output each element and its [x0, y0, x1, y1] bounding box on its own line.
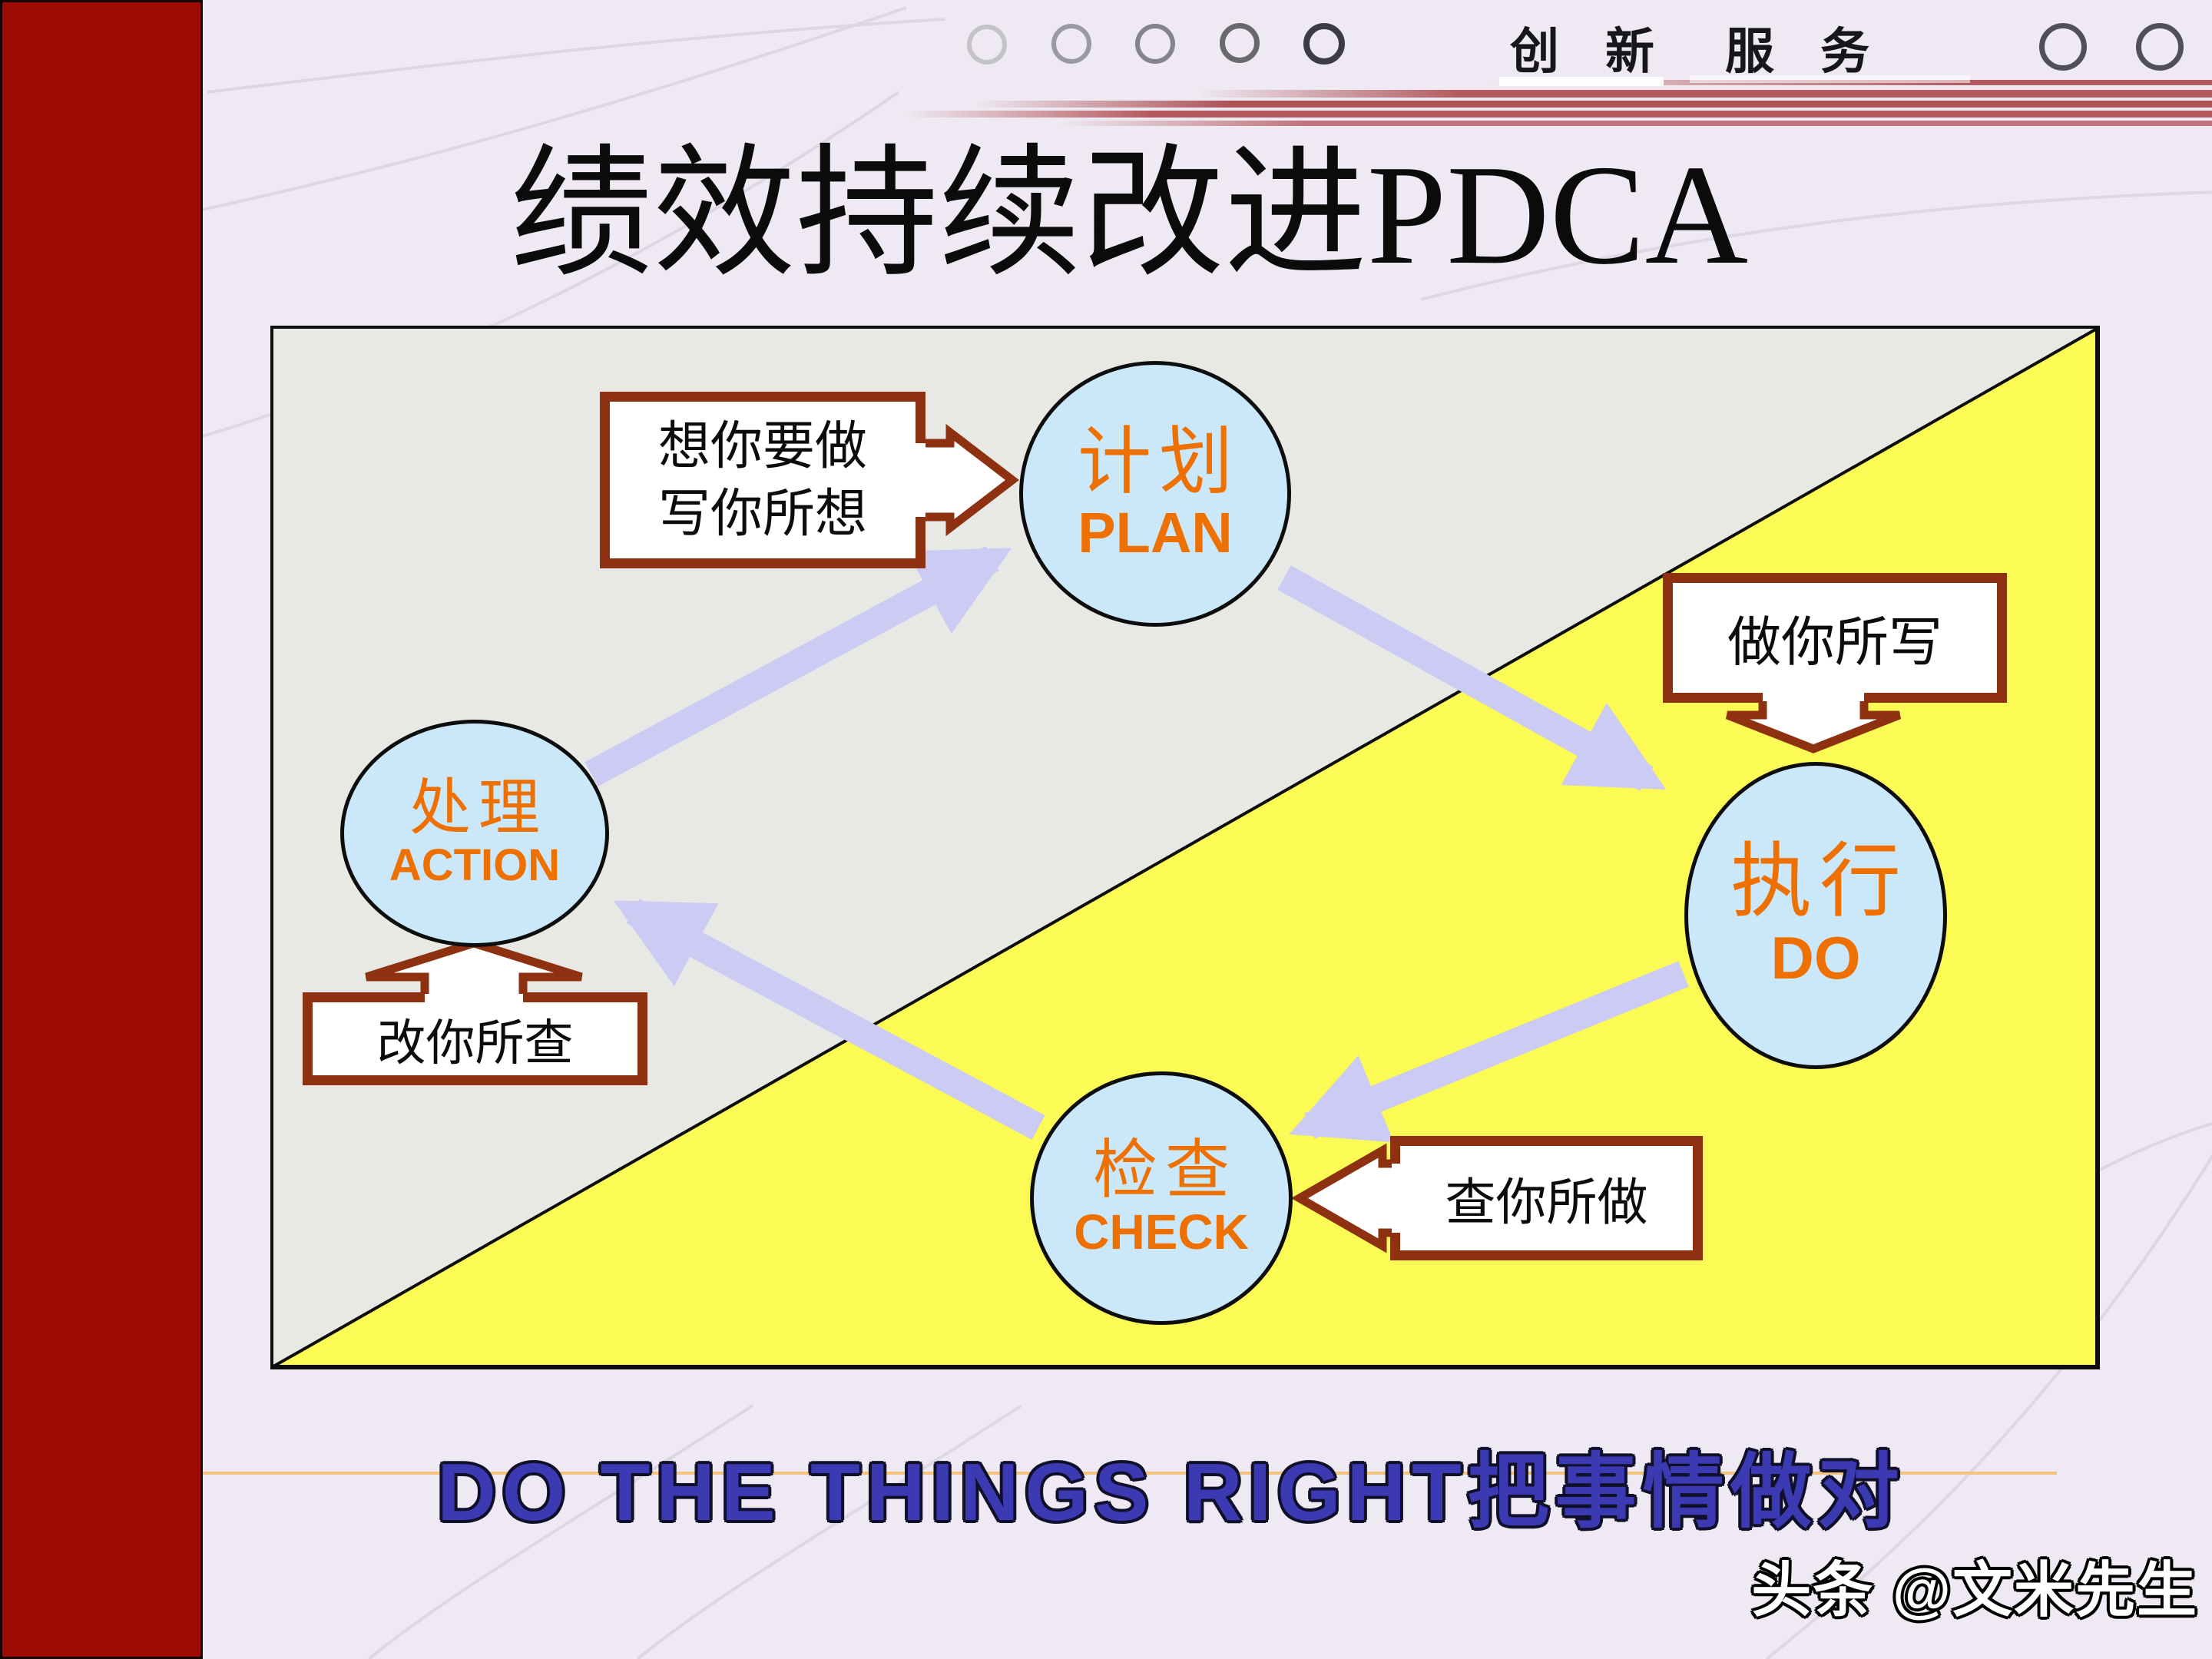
- node-plan-en: PLAN: [1078, 500, 1233, 565]
- arrow-plan-to-do: [1277, 565, 1667, 791]
- footer-accent-line: [198, 1472, 2057, 1475]
- header-stripe: [0, 111, 2212, 118]
- header-stripe: [0, 101, 2212, 108]
- deco-circle-icon: [1135, 24, 1175, 64]
- deco-circle-icon: [1220, 23, 1260, 63]
- node-do: 执行 DO: [1684, 762, 1947, 1069]
- block-arrow-left-icon: [1290, 1143, 1402, 1253]
- deco-circle-icon: [2039, 23, 2087, 71]
- callout-plan: 想你要做 写你所想: [600, 392, 926, 568]
- node-check: 检查 CHECK: [1030, 1071, 1293, 1325]
- node-do-en: DO: [1770, 923, 1861, 992]
- node-do-zh: 执行: [1730, 837, 1909, 928]
- watermark: 头条 @文米先生: [1751, 1556, 2198, 1624]
- node-action-en: ACTION: [389, 840, 561, 891]
- deco-circle-icon: [1303, 23, 1345, 65]
- arrow-check-to-action: [613, 899, 1045, 1140]
- callout-plan-line1: 想你要做: [657, 417, 867, 475]
- callout-check-line1: 查你所做: [1445, 1175, 1648, 1231]
- node-check-en: CHECK: [1074, 1204, 1249, 1260]
- motto-underline: [1499, 77, 1664, 86]
- deco-circle-icon: [967, 25, 1007, 65]
- node-action-zh: 处理: [409, 775, 548, 843]
- callout-do: 做你所写: [1663, 573, 2007, 703]
- slide-title: 绩效持续改进PDCA: [509, 136, 1749, 294]
- header-stripe: [0, 90, 2212, 98]
- motto-service: 服 务: [1725, 25, 1886, 79]
- diagram-yellow-triangle: [270, 326, 2098, 1368]
- block-arrow-down-icon: [1725, 691, 1902, 753]
- callout-do-line1: 做你所写: [1727, 614, 1942, 673]
- callout-check: 查你所做: [1390, 1136, 1703, 1260]
- motto-innovation: 创 新: [1510, 25, 1671, 79]
- footer-slogan: DO THE THINGS RIGHT把事情做对: [437, 1447, 1906, 1538]
- callout-plan-line2: 写你所想: [657, 485, 867, 543]
- callout-action-line1: 改你所查: [376, 1015, 574, 1071]
- motto-underline-faint: [1690, 75, 1970, 83]
- header-stripe: [0, 80, 2212, 85]
- deco-circle-icon: [1051, 24, 1091, 64]
- arrow-action-to-plan: [584, 546, 1012, 786]
- cycle-arrows: [584, 546, 1689, 1143]
- header-stripe: [0, 121, 2212, 126]
- left-red-sidebar: [0, 0, 203, 1659]
- callout-action: 改你所查: [303, 992, 647, 1085]
- deco-circle-icon: [2136, 23, 2184, 71]
- arrow-do-to-check: [1289, 961, 1689, 1143]
- node-action: 处理 ACTION: [340, 720, 609, 947]
- node-plan: 计划 PLAN: [1019, 361, 1291, 627]
- block-arrow-right-icon: [912, 423, 1020, 537]
- node-check-zh: 检查: [1092, 1134, 1237, 1207]
- node-plan-zh: 计划: [1078, 420, 1240, 503]
